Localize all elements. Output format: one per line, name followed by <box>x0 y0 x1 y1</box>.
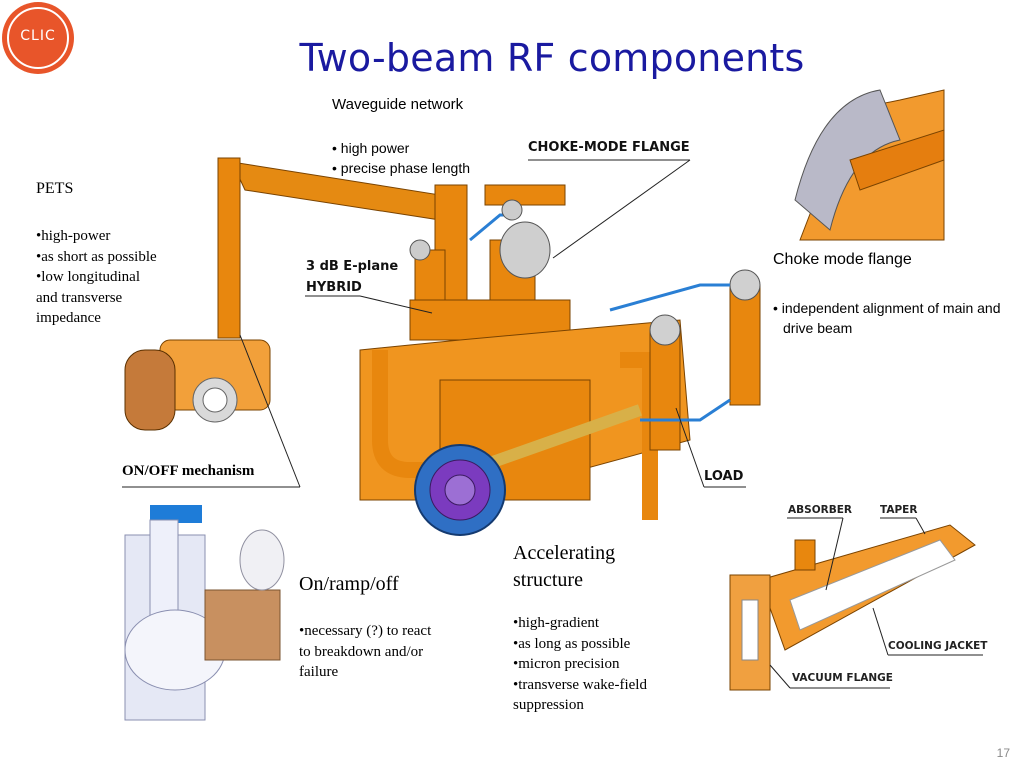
absorber-callout: ABSORBER <box>788 504 852 516</box>
list-item: •high-power <box>36 228 111 244</box>
clic-logo <box>2 2 74 74</box>
onoff-mechanism-callout: ON/OFF mechanism <box>122 463 255 479</box>
waveguide-bullets: • high power • precise phase length <box>332 138 470 178</box>
slide-title: Two-beam RF components <box>299 36 805 80</box>
list-item: •transverse wake-field <box>513 676 647 693</box>
list-item: • precise phase length <box>332 160 470 176</box>
choke-mode-flange-callout: CHOKE-MODE FLANGE <box>528 140 690 155</box>
load-callout: LOAD <box>704 469 744 484</box>
taper-callout: TAPER <box>880 504 918 516</box>
accelerating-heading-line1: Accelerating <box>513 542 616 564</box>
list-item: and transverse <box>36 289 123 306</box>
list-item: •as long as possible <box>513 635 631 652</box>
choke-bullet: • independent alignment of main and driv… <box>773 298 1013 338</box>
list-item: to breakdown and/or <box>299 643 424 660</box>
onoff-mechanism-cutaway <box>124 505 285 721</box>
list-item: •micron precision <box>513 656 620 672</box>
hybrid-callout-line1: 3 dB E-plane <box>306 259 399 274</box>
list-item: suppression <box>513 697 584 713</box>
leader-lines <box>122 159 983 689</box>
list-item: •as short as possible <box>36 248 157 265</box>
accelerating-heading-line2: structure <box>513 569 583 591</box>
load-cutaway <box>729 524 976 691</box>
list-item: •low longitudinal <box>36 269 140 285</box>
accelerating-bullets: •high-gradient •as long as possible •mic… <box>513 613 647 716</box>
cooling-jacket-callout: COOLING JACKET <box>888 640 988 652</box>
accelerating-heading: Accelerating structure <box>513 540 615 594</box>
list-item: failure <box>299 664 339 680</box>
list-item: •necessary (?) to react <box>299 623 432 639</box>
pets-bullets: •high-power •as short as possible •low l… <box>36 226 157 329</box>
vacuum-flange-callout: VACUUM FLANGE <box>792 672 893 684</box>
pets-heading: PETS <box>36 180 74 197</box>
choke-heading: Choke mode flange <box>773 251 912 268</box>
choke-flange-cutaway <box>780 80 945 241</box>
list-item: • independent alignment of main and <box>773 300 1001 316</box>
hybrid-callout-line2: HYBRID <box>306 280 362 295</box>
list-item: drive beam <box>783 320 853 336</box>
list-item: impedance <box>36 310 101 326</box>
onramp-bullets: •necessary (?) to react to breakdown and… <box>299 621 431 683</box>
two-beam-module-drawing <box>124 157 761 536</box>
onramp-heading: On/ramp/off <box>299 573 399 595</box>
list-item: •high-gradient <box>513 615 600 631</box>
page-number: 17 <box>996 746 1010 760</box>
clic-logo-label: CLIC <box>20 28 56 44</box>
list-item: • high power <box>332 140 410 156</box>
waveguide-heading: Waveguide network <box>332 96 464 113</box>
